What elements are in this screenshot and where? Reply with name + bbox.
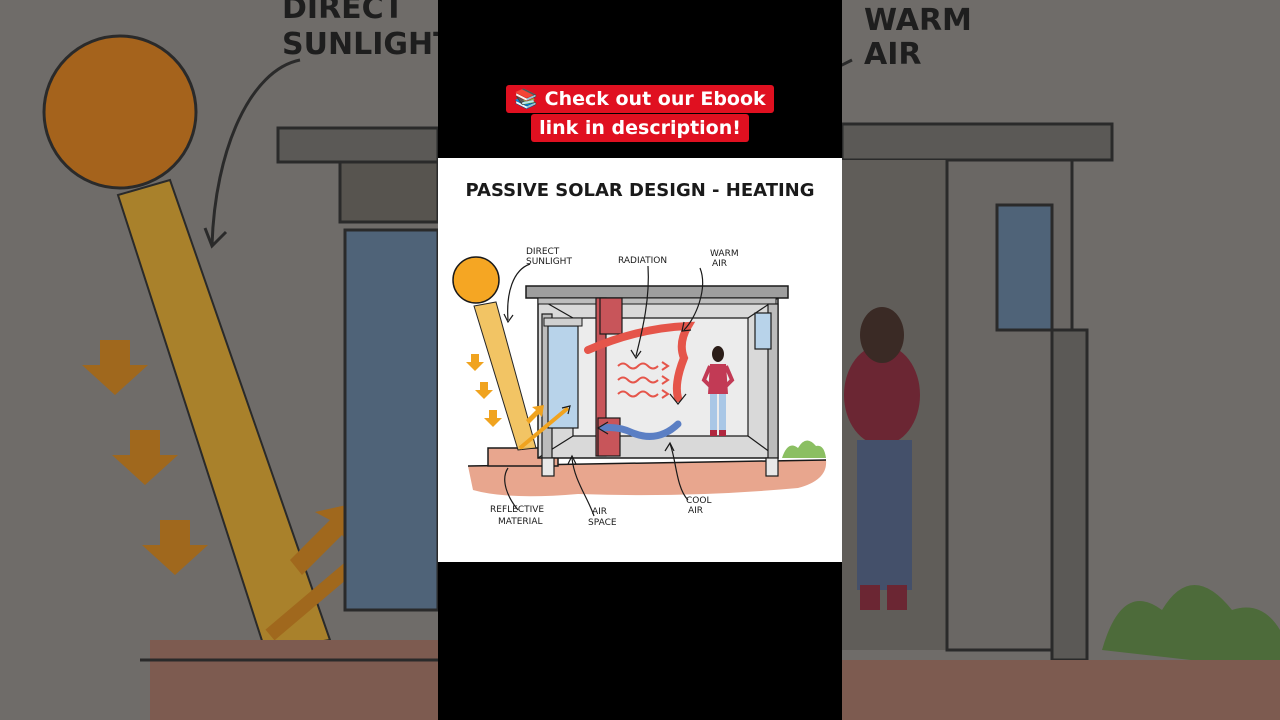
books-icon: 📚 bbox=[514, 88, 538, 110]
ground-shape bbox=[468, 460, 827, 497]
label-warm: WARM bbox=[710, 249, 739, 259]
down-arrow-icon bbox=[475, 382, 493, 399]
reflected-beam bbox=[518, 406, 570, 450]
person-figure bbox=[701, 346, 735, 436]
background-right-panel: WARM AIR bbox=[842, 0, 1280, 720]
banner-text-1: Check out our Ebook bbox=[544, 88, 766, 110]
down-arrow-icon bbox=[484, 410, 502, 427]
down-arrow-icon bbox=[112, 430, 178, 485]
person-body bbox=[844, 345, 920, 445]
reflect-arrow-icon bbox=[290, 502, 360, 575]
roof-shape bbox=[276, 126, 438, 164]
background-right-illustration: WARM AIR bbox=[842, 0, 1280, 720]
label-air: AIR bbox=[592, 507, 607, 517]
radiation-wave bbox=[617, 376, 659, 384]
roof-shape bbox=[525, 285, 789, 299]
bush-shape bbox=[1102, 585, 1280, 670]
down-arrow-icon bbox=[142, 520, 208, 575]
warm-air-flow bbox=[584, 321, 696, 402]
banner-line-1: 📚 Check out our Ebook bbox=[506, 85, 774, 113]
roof-shape bbox=[842, 122, 1114, 162]
diagram-title: PASSIVE SOLAR DESIGN - HEATING bbox=[465, 180, 814, 201]
background-left-panel: DIRECT SUNLIGHT bbox=[0, 0, 438, 720]
label-space: SPACE bbox=[588, 518, 617, 528]
sun-icon bbox=[452, 256, 500, 304]
reflect-arrow-icon bbox=[526, 405, 544, 424]
sunbeam-icon bbox=[473, 301, 537, 451]
label-warm-air: AIR bbox=[712, 259, 727, 269]
ebook-banner: 📚 Check out our Ebook link in descriptio… bbox=[438, 84, 842, 142]
label-direct: DIRECT bbox=[526, 247, 560, 257]
background-left-illustration: DIRECT SUNLIGHT bbox=[0, 0, 438, 720]
sun-icon bbox=[42, 34, 198, 190]
radiation-wave bbox=[617, 390, 659, 398]
window-shape bbox=[754, 312, 772, 350]
label-sunlight: SUNLIGHT bbox=[526, 257, 572, 267]
radiation-wave bbox=[617, 362, 659, 370]
window-shape bbox=[343, 228, 438, 612]
label-cool-air: AIR bbox=[688, 506, 703, 516]
bg-label-direct: DIRECT bbox=[282, 0, 405, 26]
person-head bbox=[860, 307, 904, 363]
passive-solar-diagram: PASSIVE SOLAR DESIGN - HEATING bbox=[452, 180, 827, 528]
ground-shape bbox=[150, 640, 438, 720]
label-reflective: REFLECTIVE bbox=[490, 505, 544, 515]
banner-line-2: link in description! bbox=[531, 114, 749, 142]
bg-label-air: AIR bbox=[864, 37, 921, 72]
bg-label-sunlight: SUNLIGHT bbox=[282, 27, 438, 62]
cool-air-flow bbox=[599, 420, 682, 440]
down-arrow-icon bbox=[466, 354, 484, 371]
bg-label-warm: WARM bbox=[864, 3, 972, 38]
ground-shape bbox=[842, 660, 1280, 720]
label-cool: COOL bbox=[686, 496, 711, 506]
window-shape bbox=[995, 203, 1054, 332]
down-arrow-icon bbox=[82, 340, 148, 395]
diagram-card: PASSIVE SOLAR DESIGN - HEATING bbox=[438, 158, 842, 562]
label-radiation: RADIATION bbox=[618, 256, 667, 266]
label-material: MATERIAL bbox=[498, 517, 543, 527]
bush-icon bbox=[782, 440, 826, 458]
